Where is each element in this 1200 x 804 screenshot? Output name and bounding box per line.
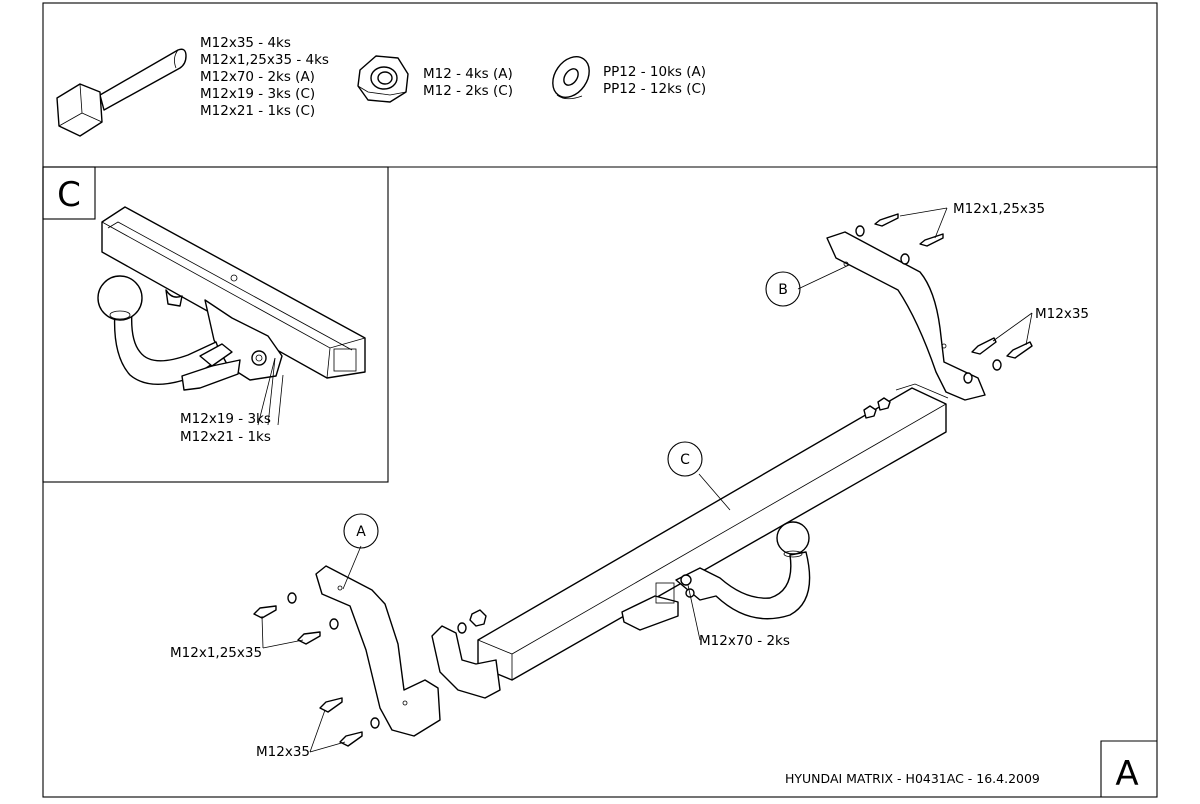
detail-crossbar xyxy=(101,206,366,379)
detail-letter: C xyxy=(57,175,81,215)
detail-callout-2: M12x21 - 1ks xyxy=(180,429,271,445)
detail-letter-box xyxy=(42,166,96,220)
callout-ball-bolts: M12x70 - 2ks xyxy=(699,633,790,649)
bolt-icon xyxy=(56,48,187,137)
detail-frame xyxy=(42,166,389,483)
bolt-spec-2: M12x1,25x35 - 4ks xyxy=(200,52,329,68)
nut-spec-1: M12 - 4ks (A) xyxy=(423,66,513,82)
crossbar-end-plate xyxy=(431,625,501,699)
callout-circle-c: C xyxy=(667,441,703,477)
washer-icon xyxy=(552,56,590,100)
callout-right-top: M12x1,25x35 xyxy=(953,201,1045,217)
bolt-pair-left-bottom xyxy=(319,697,380,747)
bolt-spec-5: M12x21 - 1ks (C) xyxy=(200,103,315,119)
nut-icon xyxy=(357,55,409,103)
bolt-spec-3: M12x70 - 2ks (A) xyxy=(200,69,315,85)
main-ball-neck xyxy=(675,551,811,620)
bolt-spec-4: M12x19 - 3ks (C) xyxy=(200,86,315,102)
bolt-spec-1: M12x35 - 4ks xyxy=(200,35,291,51)
callout-left-bottom: M12x35 xyxy=(256,744,310,760)
callout-right-mid: M12x35 xyxy=(1035,306,1089,322)
nut-spec-2: M12 - 2ks (C) xyxy=(423,83,513,99)
bolt-spec-list: M12x35 - 4ks M12x1,25x35 - 4ks M12x70 - … xyxy=(200,35,329,119)
sheet-letter-box xyxy=(1100,740,1157,797)
nut-spec-list: M12 - 4ks (A) M12 - 2ks (C) xyxy=(423,66,513,99)
bolt-pair-left-top xyxy=(253,592,339,645)
callout-letter-a: A xyxy=(356,524,366,540)
washer-spec-1: PP12 - 10ks (A) xyxy=(603,64,706,80)
detail-view-c: C M12x19 - 3ks M12x21 - 1ks xyxy=(42,166,389,483)
drawing-title: HYUNDAI MATRIX - H0431AC - 16.4.2009 xyxy=(785,771,1040,786)
main-assembly-view: B A C M12x1,25x35 M12x35 M12x1,25x35 M12… xyxy=(170,201,1089,760)
sheet-letter: A xyxy=(1115,754,1138,794)
washer-spec-2: PP12 - 12ks (C) xyxy=(603,81,706,97)
callout-letter-b: B xyxy=(778,282,788,298)
leader-lines xyxy=(261,207,1033,753)
callout-letter-c: C xyxy=(680,452,690,468)
bolt-pair-right-top xyxy=(855,213,944,265)
callout-circle-b: B xyxy=(765,271,801,307)
callout-circle-a: A xyxy=(343,513,379,549)
main-tow-ball xyxy=(776,521,810,555)
crossbar-end-nuts xyxy=(457,397,891,634)
callout-left-top: M12x1,25x35 xyxy=(170,645,262,661)
main-socket-plate xyxy=(621,595,679,631)
detail-callout-1: M12x19 - 3ks xyxy=(180,411,271,427)
detail-tow-ball xyxy=(97,275,143,321)
washer-spec-list: PP12 - 10ks (A) PP12 - 12ks (C) xyxy=(603,64,706,97)
left-side-bracket xyxy=(315,565,441,737)
sheet-border xyxy=(42,2,1158,798)
title-block: HYUNDAI MATRIX - H0431AC - 16.4.2009 A xyxy=(785,740,1157,797)
detail-bolt-head xyxy=(251,350,267,366)
